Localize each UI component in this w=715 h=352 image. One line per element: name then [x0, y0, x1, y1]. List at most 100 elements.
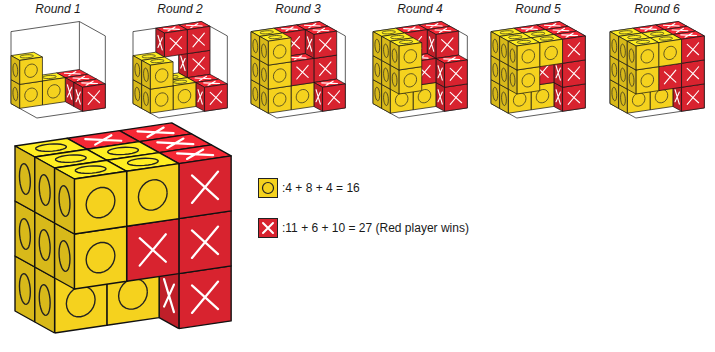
circle-mark	[500, 31, 513, 34]
cross-mark	[198, 90, 202, 104]
round-title: Round 4	[397, 2, 442, 16]
yellow-cube-face	[500, 36, 509, 65]
circle-mark	[56, 155, 87, 162]
cross-mark	[307, 37, 311, 51]
circle-mark	[296, 90, 309, 103]
red-cube-face	[445, 84, 468, 111]
cross-mark	[687, 67, 698, 81]
circle-mark	[66, 286, 95, 316]
red-cube-face	[74, 82, 83, 111]
cross-mark	[664, 70, 675, 84]
yellow-cube-face	[382, 36, 391, 65]
circle-mark	[43, 75, 56, 78]
red-cube-face	[445, 60, 468, 87]
circle-mark	[510, 49, 515, 62]
circle-mark	[36, 144, 67, 151]
yellow-cube-face	[74, 171, 126, 234]
circle-mark	[619, 31, 632, 34]
circle-mark	[13, 87, 18, 100]
circle-mark	[384, 68, 389, 81]
circle-mark	[632, 93, 645, 106]
cross-mark	[568, 91, 579, 105]
yellow-cube-face	[20, 57, 43, 84]
circle-mark	[493, 63, 498, 76]
cross-mark	[282, 27, 298, 31]
circle-mark	[155, 93, 168, 106]
cross-mark	[263, 223, 273, 233]
yellow-cube-face	[15, 146, 35, 212]
circle-mark	[20, 55, 33, 58]
red-cube-face	[65, 78, 74, 107]
cross-mark	[438, 66, 442, 80]
circle-mark	[375, 63, 380, 76]
cross-mark	[675, 90, 679, 104]
cross-mark	[316, 90, 320, 104]
yellow-cube-face	[390, 41, 399, 70]
circle-mark	[404, 74, 417, 87]
circle-mark	[655, 90, 668, 103]
cross-mark	[192, 227, 218, 258]
circle-mark	[138, 180, 167, 210]
red-cube-face	[314, 82, 323, 111]
circle-mark	[375, 39, 380, 52]
yellow-cube-face	[517, 67, 540, 94]
circle-mark	[612, 39, 617, 52]
red-cube-face	[563, 84, 586, 111]
cross-mark	[192, 172, 218, 203]
red-cube-face	[323, 84, 346, 111]
yellow-cube-face	[268, 86, 291, 113]
red-cube-face	[314, 55, 337, 82]
cross-mark	[568, 67, 579, 81]
cross-mark	[641, 27, 657, 31]
circle-mark	[86, 242, 115, 272]
cross-mark	[186, 24, 202, 28]
circle-mark	[636, 40, 649, 43]
circle-mark	[273, 45, 286, 58]
circle-mark	[391, 36, 404, 39]
yellow-cube-face	[35, 157, 55, 223]
circle-mark	[144, 92, 149, 105]
circle-mark	[641, 74, 654, 87]
yellow-cube-face	[20, 81, 43, 108]
round-cube	[373, 22, 467, 118]
cross-mark	[304, 24, 320, 28]
cross-mark	[85, 135, 121, 144]
yellow-cube-face	[11, 56, 20, 85]
circle-mark	[59, 241, 70, 272]
yellow-cube-face	[268, 38, 291, 65]
red-cube-face	[179, 156, 231, 219]
yellow-cube-face	[636, 43, 659, 70]
swatch-symbol	[259, 179, 277, 197]
cross-mark	[138, 128, 174, 137]
cross-mark	[556, 90, 560, 104]
yellow-cube-face	[517, 43, 540, 70]
cross-mark	[562, 33, 578, 37]
yellow-cube-face	[508, 41, 517, 70]
swatch-symbol	[259, 219, 277, 237]
circle-mark	[382, 31, 395, 34]
cross-mark	[322, 81, 338, 85]
cross-mark	[193, 33, 204, 47]
circle-mark	[19, 164, 30, 195]
red-cube-face	[196, 82, 205, 111]
circle-mark	[375, 87, 380, 100]
circle-mark	[262, 68, 267, 81]
circle-mark	[612, 63, 617, 76]
circle-mark	[612, 87, 617, 100]
cross-mark	[164, 27, 180, 31]
circle-mark	[641, 50, 654, 63]
circle-mark	[628, 36, 641, 39]
circle-mark	[75, 166, 106, 173]
circle-mark	[142, 55, 155, 58]
circle-mark	[395, 93, 408, 106]
round-title: Round 5	[515, 2, 560, 16]
yellow-cube-face	[127, 164, 179, 227]
yellow-cube-face	[74, 226, 126, 289]
red-cube-face	[436, 58, 445, 87]
cross-mark	[442, 38, 453, 52]
circle-mark	[25, 88, 38, 101]
circle-mark	[540, 37, 553, 40]
box-outline	[373, 22, 467, 118]
circle-mark	[173, 80, 186, 83]
